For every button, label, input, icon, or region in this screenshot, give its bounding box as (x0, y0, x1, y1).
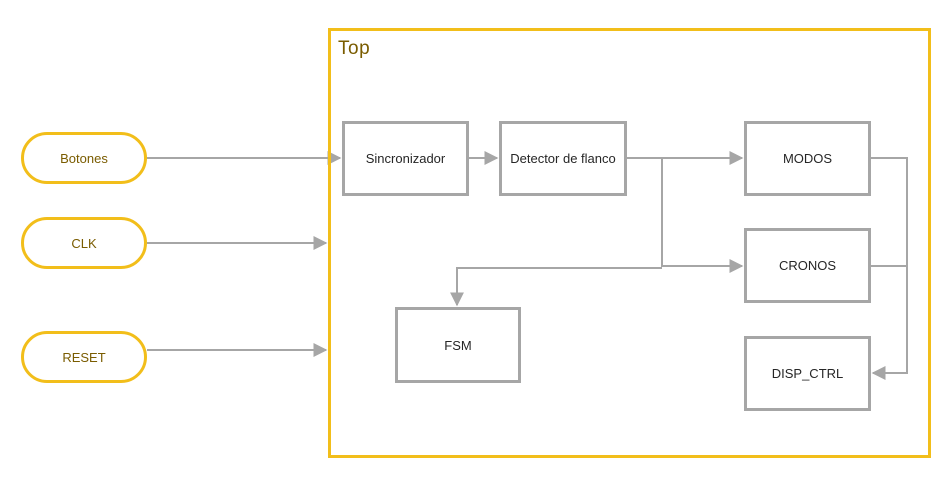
top-module-title: Top (338, 38, 371, 59)
block-cronos: CRONOS (744, 228, 871, 303)
input-botones: Botones (21, 132, 147, 184)
wire-detector-cronos (661, 158, 744, 273)
block-disp-ctrl: DISP_CTRL (744, 336, 871, 411)
wire-detector-fsm (450, 267, 662, 307)
block-fsm: FSM (395, 307, 521, 383)
input-reset: RESET (21, 331, 147, 383)
top-module-frame (328, 28, 931, 458)
block-sincronizador: Sincronizador (342, 121, 469, 196)
block-detector-flanco: Detector de flanco (499, 121, 627, 196)
block-modos: MODOS (744, 121, 871, 196)
input-clk: CLK (21, 217, 147, 269)
